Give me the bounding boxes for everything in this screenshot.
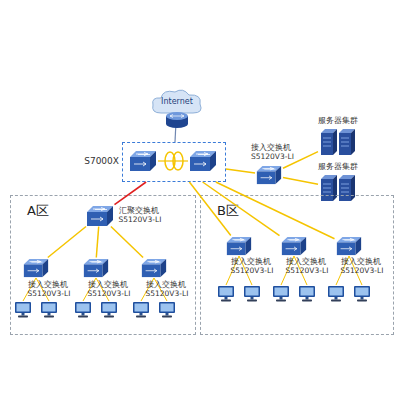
node-label: 服务器集群 [313, 162, 363, 171]
node-label: 接入交换机 S5120V3-LI [88, 280, 140, 298]
zone-box: A区汇聚交换机 S5120V3-LI接入交换机 S5120V3-LI接入交换机 … [10, 195, 196, 335]
node-label: Internet [150, 97, 204, 107]
switch-node: 接入交换机 S5120V3-LI [22, 258, 50, 278]
node-label: 汇聚交换机 S5120V3-LI [119, 206, 181, 224]
network-link [283, 152, 318, 169]
switch-icon [140, 258, 168, 278]
switch-node: 接入交换机 S5120V3-LI [82, 258, 110, 278]
switch-node: 接入交换机 S5120V3-LI [255, 165, 283, 185]
switch-node: 接入交换机 S5120V3-LI [140, 258, 168, 278]
network-link [203, 182, 280, 236]
internet-cloud: Internet [150, 88, 204, 114]
switch-node: 接入交换机 S5120V3-LI [225, 236, 253, 256]
pc-links [23, 256, 362, 301]
switch-icon [225, 236, 253, 256]
node-label: 接入交换机 S5120V3-LI [286, 257, 338, 275]
core-switch [130, 151, 156, 171]
server-icon [318, 128, 358, 156]
network-link [115, 182, 147, 205]
server-cluster: 服务器集群 [318, 128, 358, 156]
network-link [216, 182, 335, 239]
zone-box: B区接入交换机 S5120V3-LI接入交换机 S5120V3-LI接入交换机 … [200, 195, 394, 335]
switch-icon [335, 236, 363, 256]
zone-title: A区 [27, 204, 61, 219]
server-cluster: 服务器集群 [318, 174, 358, 202]
node-label: 接入交换机 S5120V3-LI [251, 143, 313, 161]
switch-node: 接入交换机 S5120V3-LI [335, 236, 363, 256]
node-label: 接入交换机 S5120V3-LI [341, 257, 393, 275]
node-label: 接入交换机 S5120V3-LI [28, 280, 80, 298]
switch-icon [85, 205, 115, 227]
stack-links [158, 152, 188, 170]
network-link [48, 227, 86, 258]
core-switch [190, 151, 216, 171]
node-label: S7000X [77, 156, 119, 167]
network-link [283, 178, 318, 185]
switch-icon [22, 258, 50, 278]
core-group: S7000X [122, 142, 226, 182]
server-icon [318, 174, 358, 202]
switch-icon [82, 258, 110, 278]
switch-icon [255, 165, 283, 185]
network-link [189, 182, 230, 236]
switch-node: 接入交换机 S5120V3-LI [280, 236, 308, 256]
router-icon [166, 112, 188, 128]
zone-title: B区 [217, 204, 251, 219]
node-label: 接入交换机 S5120V3-LI [146, 280, 198, 298]
switch-icon [280, 236, 308, 256]
network-link [111, 227, 143, 258]
network-link [96, 227, 98, 258]
switch-node: 汇聚交换机 S5120V3-LI [85, 205, 115, 227]
network-link [226, 169, 255, 173]
node-label: 接入交换机 S5120V3-LI [231, 257, 283, 275]
node-label: 服务器集群 [313, 116, 363, 125]
network-link [175, 114, 176, 142]
